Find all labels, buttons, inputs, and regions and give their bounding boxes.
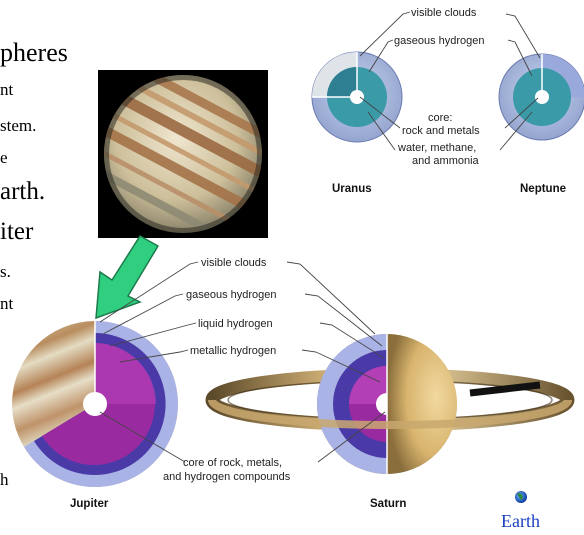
jupiter-cutaway [12,321,178,487]
gas-label-gaseous-hydrogen: gaseous hydrogen [186,289,277,301]
ice-label-core-2: rock and metals [402,125,480,137]
earth-label: Earth [501,511,540,531]
uranus-cutaway [312,52,402,142]
ice-label-water-2: and ammonia [412,155,480,167]
earth-icon [515,491,527,503]
jupiter-name: Jupiter [70,498,109,510]
neptune-name: Neptune [520,183,566,195]
gas-label-core-2: and hydrogen compounds [163,471,291,483]
saturn-cutaway [317,334,457,474]
saturn-ring-shadow [470,385,540,393]
gas-label-liquid-hydrogen: liquid hydrogen [198,318,273,330]
pointer-arrow [96,236,158,318]
ice-label-gaseous-hydrogen: gaseous hydrogen [394,35,485,47]
ice-label-water-1: water, methane, [397,142,476,154]
uranus-name: Uranus [332,183,372,195]
gas-label-core-1: core of rock, metals, [183,457,282,469]
gas-label-visible-clouds: visible clouds [201,257,267,269]
gas-label-metallic-hydrogen: metallic hydrogen [190,345,276,357]
ice-label-core-1: core: [428,112,452,124]
ice-label-visible-clouds: visible clouds [411,7,477,19]
neptune-cutaway [499,54,584,140]
jupiter-photo [73,58,296,251]
saturn-name: Saturn [370,498,406,510]
